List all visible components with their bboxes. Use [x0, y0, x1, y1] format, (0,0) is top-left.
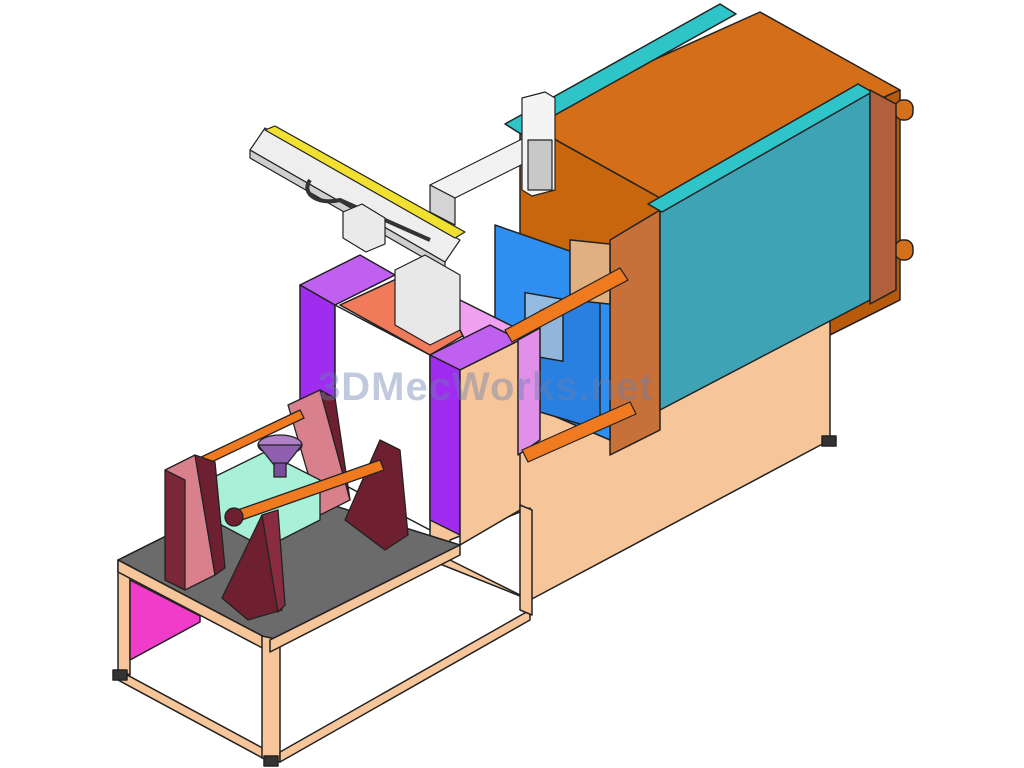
funnel-stem	[273, 462, 287, 478]
control-box	[342, 203, 386, 253]
cyan-trim-back	[504, 3, 737, 135]
base-foot	[821, 435, 837, 447]
pillar-left-dark	[194, 454, 226, 576]
robot-mast-block	[527, 139, 553, 191]
tie-bars	[504, 267, 637, 463]
frame-right-bottom	[279, 609, 531, 763]
table-foot-front	[263, 755, 279, 767]
tie-bar-end-bottom	[894, 239, 914, 261]
frame-front-post	[261, 635, 281, 763]
robot-cross-arm-front	[429, 184, 456, 226]
frame-bottom-rail	[117, 669, 271, 763]
magenta-panel	[129, 579, 201, 661]
robot-carriage	[394, 254, 461, 346]
pillar-left-base	[164, 469, 186, 591]
fixture	[164, 389, 409, 621]
robot-arm	[249, 91, 556, 346]
rod-front-end	[224, 507, 244, 527]
frame-right-rail	[269, 544, 461, 653]
cable-chain	[305, 178, 431, 242]
pillar-front-face	[261, 509, 286, 613]
tie-bar-lower	[521, 401, 637, 463]
table-foot-left	[112, 669, 128, 681]
moving-platen	[609, 83, 897, 456]
pillar-right	[344, 439, 409, 551]
watermark-text: 3DMecWorks.net	[318, 365, 654, 409]
tie-bar-end-top	[894, 99, 914, 121]
robot-beam-yellow	[264, 125, 466, 239]
platen-back-bar	[869, 89, 897, 305]
lilac-strip	[517, 327, 541, 456]
frame-right-post	[519, 504, 533, 616]
tie-bar-upper	[504, 267, 629, 343]
